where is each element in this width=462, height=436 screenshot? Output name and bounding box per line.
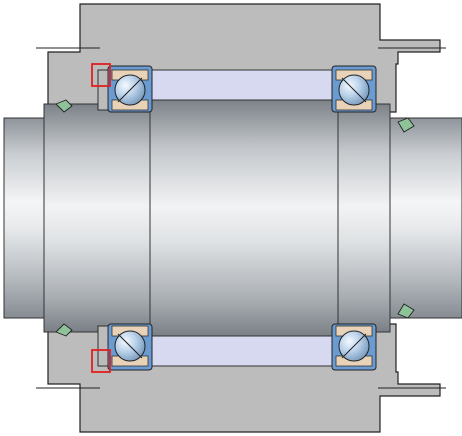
ring-left-top (97, 69, 109, 111)
centerlines (36, 47, 446, 389)
highlight-box-bottom (91, 349, 111, 373)
bearing-right-bottom (331, 323, 377, 371)
bearing-right-top (331, 65, 377, 113)
bearing-left-top (107, 65, 153, 113)
ring-left-bottom (97, 325, 109, 367)
bearing-left-bottom (107, 323, 153, 371)
shaft (3, 99, 462, 337)
seals (55, 99, 415, 337)
highlight-box-top (91, 63, 111, 87)
